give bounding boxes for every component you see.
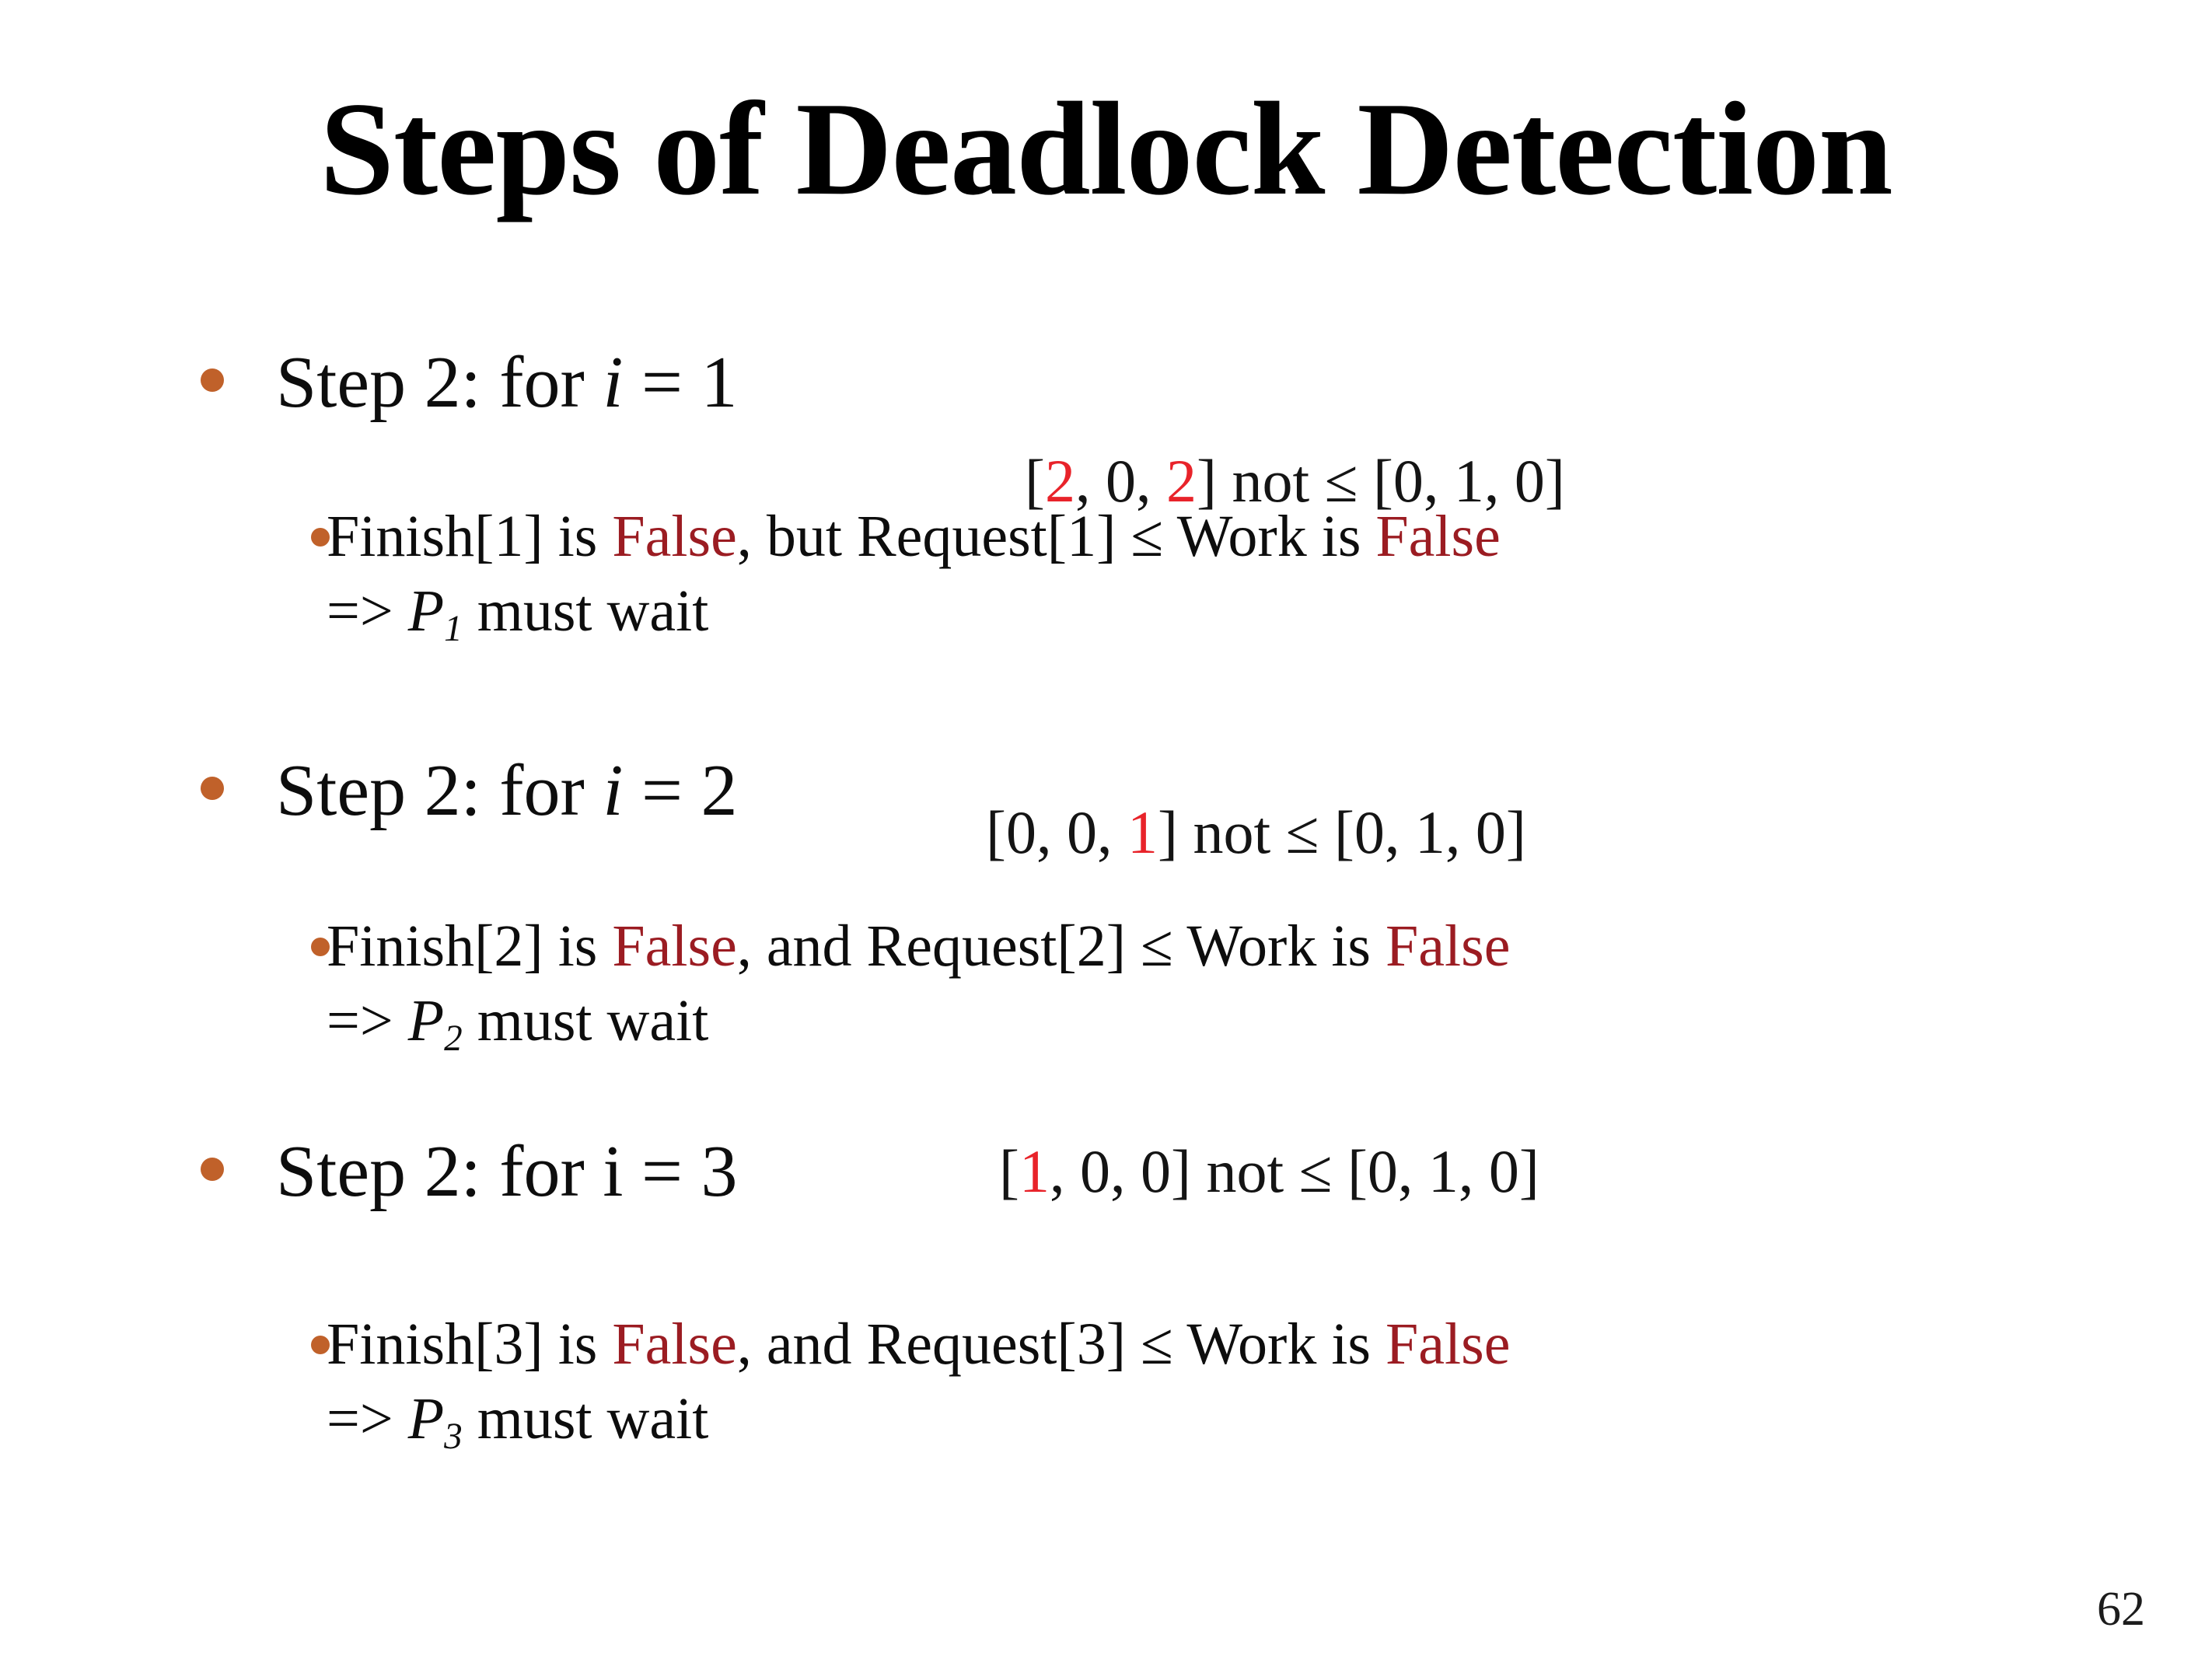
- bullet-dot-icon: [311, 1336, 330, 1355]
- process-symbol: P: [407, 988, 445, 1054]
- step-group-1: Step 2: for i = 1 [2, 0, 2] not ≤ [0, 1,…: [0, 342, 2212, 700]
- page-title: Steps of Deadlock Detection: [320, 75, 1892, 223]
- false-token: False: [1386, 1311, 1511, 1378]
- detail-bullet-1: Finish[1] is False, but Request[1] ≤ Wor…: [0, 500, 2212, 652]
- vector-comparison-3: [1, 0, 0] not ≤ [0, 1, 0]: [999, 1137, 1539, 1205]
- vec-b-3: 0: [1079, 1137, 1110, 1205]
- step-bullet-3: Step 2: for i = 3: [0, 1131, 2212, 1213]
- process-symbol: P: [407, 1386, 445, 1452]
- false-token: False: [1375, 504, 1501, 570]
- loop-value: 1: [701, 342, 738, 423]
- bullet-dot-icon: [311, 938, 330, 957]
- step-bullet-2: Step 2: for i = 2: [0, 750, 2212, 832]
- process-index: 3: [444, 1416, 463, 1458]
- false-token: False: [612, 1311, 737, 1378]
- detail-bullet-3: Finish[3] is False, and Request[3] ≤ Wor…: [0, 1308, 2212, 1460]
- vec-a-3: 1: [1019, 1137, 1050, 1205]
- step-bullet-2-label: Step 2: for i = 2: [276, 750, 738, 831]
- slide-content: Step 2: for i = 1 [2, 0, 2] not ≤ [0, 1,…: [0, 342, 2212, 1489]
- step-group-3: Step 2: for i = 3 [1, 0, 0] not ≤ [0, 1,…: [0, 1131, 2212, 1489]
- conclusion-line-2: => P2 must wait: [327, 988, 709, 1060]
- vec-c-1: 2: [1165, 447, 1197, 515]
- vec-a-2: 0: [1005, 798, 1036, 866]
- detail-bullet-2-label: Finish[2] is False, and Request[2] ≤ Wor…: [327, 913, 1511, 980]
- conclusion-line-3: => P3 must wait: [327, 1386, 709, 1458]
- detail-bullet-1-label: Finish[1] is False, but Request[1] ≤ Wor…: [327, 504, 1501, 570]
- vector-comparison-2: [0, 0, 1] not ≤ [0, 1, 0]: [986, 798, 1526, 866]
- false-token: False: [612, 913, 737, 980]
- vec-b-2: 0: [1066, 798, 1097, 866]
- vec-rhs-3: [0, 1, 0]: [1347, 1137, 1539, 1205]
- loop-variable: i: [603, 1131, 624, 1212]
- vec-b-1: 0: [1105, 447, 1136, 515]
- loop-variable: i: [603, 342, 624, 423]
- false-token: False: [1386, 913, 1511, 980]
- vec-rhs-2: [0, 1, 0]: [1333, 798, 1526, 866]
- process-symbol: P: [407, 578, 445, 644]
- step-bullet-3-label: Step 2: for i = 3: [276, 1131, 738, 1212]
- vec-rhs-1: [0, 1, 0]: [1372, 447, 1565, 515]
- loop-value: 2: [701, 750, 738, 831]
- vec-c-3: 0: [1140, 1137, 1171, 1205]
- detail-bullet-3-label: Finish[3] is False, and Request[3] ≤ Wor…: [327, 1311, 1511, 1378]
- vec-c-2: 1: [1127, 798, 1158, 866]
- conclusion-line-1: => P1 must wait: [327, 578, 709, 650]
- bullet-dot-icon: [201, 368, 224, 392]
- loop-value: 3: [701, 1131, 738, 1212]
- step-group-2: Step 2: for i = 2 [0, 0, 1] not ≤ [0, 1,…: [0, 750, 2212, 1116]
- bullet-dot-icon: [201, 1158, 224, 1181]
- vector-comparison-1: [2, 0, 2] not ≤ [0, 1, 0]: [1025, 447, 1565, 515]
- page-number: 62: [2097, 1583, 2145, 1636]
- vec-a-1: 2: [1044, 447, 1075, 515]
- false-token: False: [612, 504, 737, 570]
- bullet-dot-icon: [311, 528, 330, 547]
- process-index: 2: [444, 1018, 463, 1060]
- detail-bullet-2: Finish[2] is False, and Request[2] ≤ Wor…: [0, 910, 2212, 1062]
- loop-variable: i: [603, 750, 624, 831]
- process-index: 1: [444, 609, 463, 650]
- step-bullet-1-label: Step 2: for i = 1: [276, 342, 738, 423]
- bullet-dot-icon: [201, 777, 224, 800]
- step-bullet-1: Step 2: for i = 1: [0, 342, 2212, 424]
